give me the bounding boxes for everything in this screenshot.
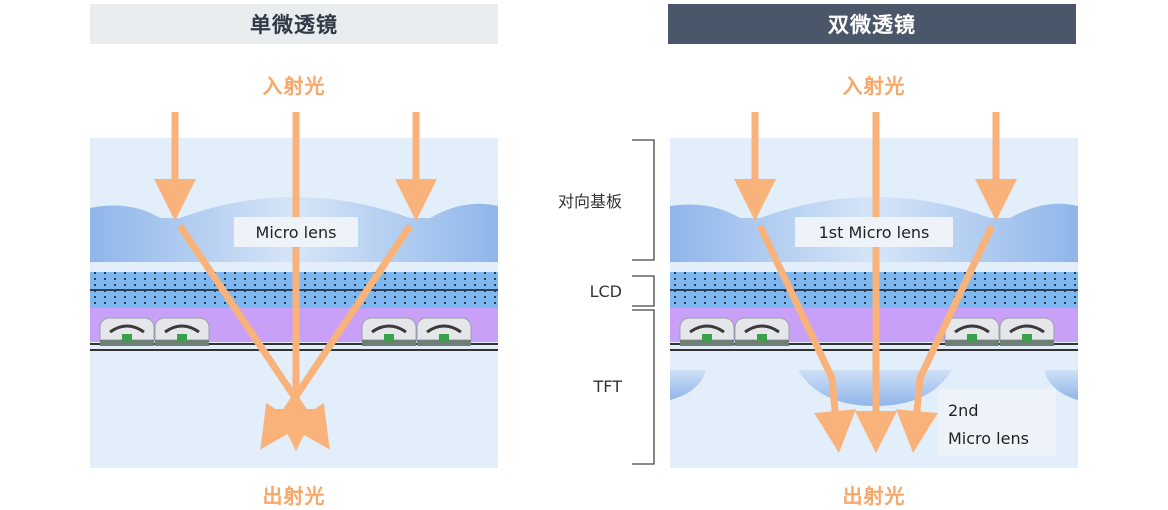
left-tft-cell [360, 316, 418, 348]
right-outgoing-light-label: 出射光 [842, 484, 906, 508]
bracket-lcd [632, 275, 655, 307]
left-micro-lens-label: Micro lens [234, 217, 358, 247]
tft-label: TFT [593, 377, 622, 396]
right-ray-out-3 [896, 224, 996, 453]
second-lens-label-line2: Micro lens [948, 429, 1029, 448]
left-light-rays [154, 112, 437, 451]
right-ray-out-1 [756, 224, 856, 453]
left-panel-title: 单微透镜 [90, 4, 498, 44]
right-tft-cell [678, 316, 736, 348]
right-second-lens-edge-right [1044, 370, 1078, 400]
right-first-lens-label: 1st Micro lens [795, 217, 953, 247]
right-tft-cell [998, 316, 1056, 348]
right-second-lens-edge-left [670, 370, 706, 400]
bracket-counter-substrate [632, 139, 655, 261]
left-ray-out-3 [260, 224, 413, 450]
left-tft-cell [415, 316, 473, 348]
layer-brackets [632, 139, 655, 465]
right-tft-cell [943, 316, 1001, 348]
right-incoming-light-label: 入射光 [842, 74, 906, 98]
second-lens-label-line1: 2nd [948, 401, 979, 420]
left-incoming-light-label: 入射光 [262, 74, 326, 98]
right-light-rays [734, 112, 1017, 453]
lcd-label: LCD [589, 282, 622, 301]
bracket-tft [632, 309, 655, 465]
left-tft-cell [153, 316, 211, 348]
left-outgoing-light-label: 出射光 [262, 484, 326, 508]
counter-substrate-label: 对向基板 [557, 192, 622, 211]
right-tft-cell [733, 316, 791, 348]
left-tft-cell [98, 316, 156, 348]
right-panel-title: 双微透镜 [668, 4, 1076, 44]
right-second-lens-label: 2nd Micro lens [938, 389, 1056, 456]
